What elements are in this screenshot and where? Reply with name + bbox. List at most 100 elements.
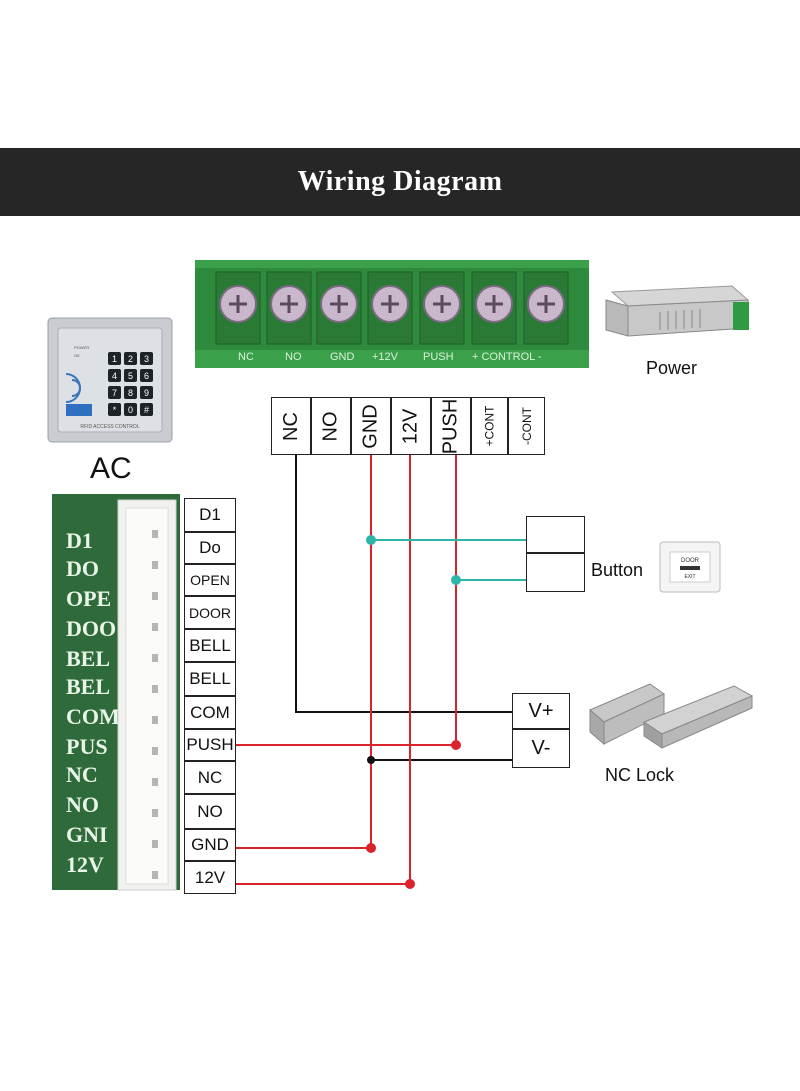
power-terminal-plus-cont: +CONT [471,397,508,455]
keypad-key [124,369,137,382]
connector-pin [152,530,158,538]
power-terminal-12v: 12V [391,397,431,455]
keypad-key [140,352,153,365]
keypad-image: 1 2 3 4 5 6 7 8 9 * 0 # RFID ACCESS CONTROL POWER O… [47,317,173,443]
ac-terminal-d1: D1 [184,498,236,532]
exit-button-image: DOOR EXIT [659,541,721,593]
screw-slot-7 [537,295,555,313]
screw-slot-4 [381,295,399,313]
keypad-key [108,403,121,416]
power-terminal-strip [195,260,589,368]
keypad-key-label: # [144,405,149,415]
strip-label-control: + CONTROL - [472,351,542,363]
exit-button-text-exit: EXIT [684,574,695,580]
lock-terminal-v-plus: V+ [512,693,570,729]
wires [236,455,526,889]
keypad-key-label: 6 [144,371,149,381]
ac-terminal-12v: 12V [184,861,236,894]
pcb-label-12v: 12V [66,852,104,877]
pcb-label-bell-2: BEL [66,674,111,699]
connector-pin [152,685,158,693]
keypad-key [124,386,137,399]
screw-slot-5 [433,295,451,313]
pcb-label-bell-1: BEL [66,646,111,671]
pcb-label-do: DO [66,556,99,581]
keypad-key-label: 3 [144,354,149,364]
connector-pin [152,716,158,724]
keypad-key-label: 2 [128,354,133,364]
ac-terminal-do: Do [184,532,236,564]
strip-label-no: NO [285,351,302,363]
keypad-key-label: 0 [128,405,133,415]
keypad-key [140,386,153,399]
connector-pin [152,592,158,600]
controller-pcb [52,494,180,891]
ac-terminal-bell-1: BELL [184,629,236,662]
exit-button-text-door: DOOR [681,558,700,564]
strip-label-12v: +12V [372,351,398,363]
power-terminal-push: PUSH [431,397,471,455]
keypad-led-ok: OK [74,353,80,358]
power-terminal-minus-cont: -CONT [508,397,545,455]
connector-pin [152,778,158,786]
keypad-key-label: 4 [112,371,117,381]
nc-lock-label: NC Lock [605,765,675,785]
ac-terminal-gnd: GND [184,829,236,861]
pcb-label-d1: D1 [66,528,93,553]
screw-slot-2 [280,295,298,313]
page-title: Wiring Diagram [297,166,503,197]
keypad-key [108,386,121,399]
keypad-key [140,403,153,416]
nc-lock-image [589,683,754,749]
connector-pin [152,654,158,662]
keypad-key-label: 5 [128,371,133,381]
power-terminal-gnd: GND [351,397,391,455]
ac-terminal-push: PUSH [184,729,236,761]
ac-terminal-door: DOOR [184,596,236,629]
ac-terminal-com: COM [184,696,236,729]
keypad-key [124,352,137,365]
connector-pin [152,623,158,631]
screw-slot-1 [229,295,247,313]
strip-label-gnd: GND [330,351,355,363]
screw-slot-6 [485,295,503,313]
screw-slot-3 [330,295,348,313]
button-terminal-2 [526,553,585,592]
ac-terminal-bell-2: BELL [184,662,236,696]
power-supply-image [605,285,750,337]
pcb-label-com: COM [66,704,120,729]
keypad-key-label: 8 [128,388,133,398]
keypad-footer-text: RFID ACCESS CONTROL [80,424,139,430]
connector-pin [152,871,158,879]
power-label: Power [646,358,698,378]
keypad-key-label: 7 [112,388,117,398]
strip-label-nc: NC [238,351,254,363]
keypad-led-power: POWER [74,345,89,350]
pcb-label-push: PUS [66,734,108,759]
button-label: Button [591,560,644,580]
keypad-key-label: * [113,405,117,415]
ac-terminal-no: NO [184,794,236,829]
strip-label-push: PUSH [423,351,454,363]
ac-terminal-nc: NC [184,761,236,794]
pcb-label-door: DOO [66,616,117,641]
ac-label: AC [90,452,132,485]
keypad-key-label: 9 [144,388,149,398]
title-banner: Wiring Diagram [0,148,800,216]
keypad-key [124,403,137,416]
keypad-key [108,352,121,365]
ac-terminal-open: OPEN [184,564,236,596]
pcb-label-gnd: GNI [66,822,108,847]
keypad-key [140,369,153,382]
keypad-key-label: 1 [112,354,117,364]
pcb-label-nc: NC [66,762,98,787]
connector-pin [152,561,158,569]
keypad-key [108,369,121,382]
lock-terminal-v-minus: V- [512,729,570,768]
pcb-label-no: NO [66,792,99,817]
button-terminal-1 [526,516,585,553]
connector-pin [152,809,158,817]
power-terminal-nc: NC [271,397,311,455]
connector-pin [152,840,158,848]
